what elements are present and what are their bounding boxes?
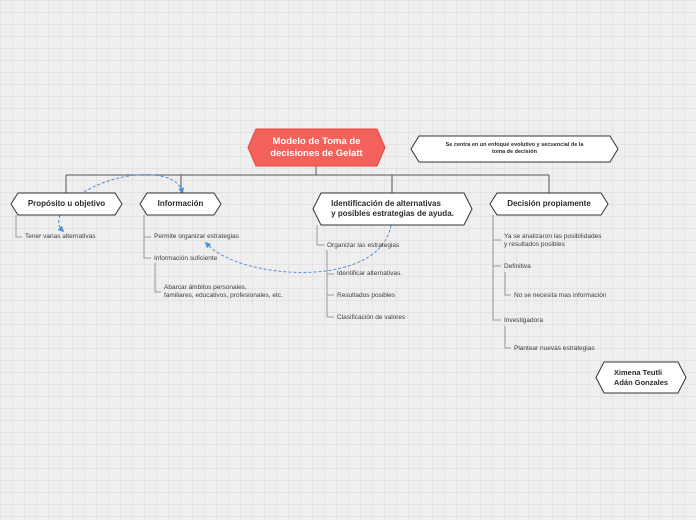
branch-identificacion-shape: [312, 192, 473, 226]
leaf-connector-identificacion-sub: [326, 250, 334, 318]
leaf-connector-decision-sub2: [504, 326, 511, 349]
leaf-connector-decision: [492, 215, 501, 321]
root-connector: [65, 166, 550, 193]
author-topic-shape: [595, 361, 687, 394]
leaf-connector-informacion: [143, 215, 151, 259]
central-topic-shape: [247, 128, 386, 167]
relation-arrow-objetivo-alternativas: [57, 214, 65, 233]
leaf-permite-organizar[interactable]: Permite organizar estrategias: [154, 233, 239, 240]
branch-informacion-title: Información: [157, 199, 204, 208]
floating-note-text: Se centra en un enfoque evolutivo y secu…: [445, 141, 584, 155]
central-topic-title: Modelo de Toma de decisiones de Gelatt: [270, 135, 363, 159]
branch-decision-shape: [489, 192, 609, 216]
leaf-tener-alternativas[interactable]: Tener varias alternativas: [25, 233, 96, 240]
branch-identificacion-title: Identificación de alternativas y posible…: [331, 199, 454, 218]
author-topic[interactable]: Ximena Teutli Adán Gonzales: [595, 361, 687, 394]
leaf-resultados-posibles[interactable]: Resultados posibles: [337, 292, 396, 299]
branch-decision-title: Decisión propiamente: [507, 199, 591, 208]
central-topic[interactable]: Modelo de Toma de decisiones de Gelatt: [247, 128, 386, 167]
leaf-ya-se-analizaron[interactable]: Ya se analizaron las posibilidades y res…: [504, 233, 602, 249]
leaf-clasificacion-valores[interactable]: Clasificación de valores: [337, 314, 406, 321]
leaf-abarcar-ambitos[interactable]: Abarcar ámbitos personales, familiares, …: [164, 284, 283, 300]
branch-decision[interactable]: Decisión propiamente: [489, 192, 609, 216]
leaf-organizar-estrategias[interactable]: Organizar las estrategias: [327, 242, 400, 249]
leaf-connector-decision-sub1: [504, 272, 511, 296]
leaf-connector-informacion-sub: [154, 263, 161, 293]
branch-informacion[interactable]: Información: [139, 192, 222, 216]
leaf-connector-identificacion: [316, 225, 324, 246]
branch-proposito-title: Propósito u objetivo: [27, 199, 106, 208]
leaf-informacion-suficiente[interactable]: Información suficiente: [154, 255, 218, 262]
branch-proposito[interactable]: Propósito u objetivo: [10, 192, 123, 216]
branch-identificacion[interactable]: Identificación de alternativas y posible…: [312, 192, 473, 226]
author-topic-text: Ximena Teutli Adán Gonzales: [613, 368, 669, 387]
leaf-no-se-necesita[interactable]: No se necesita mas información: [514, 292, 607, 299]
leaf-connector-proposito: [15, 215, 22, 238]
relation-arrow-objetivo-informacion: [83, 174, 184, 194]
leaf-identificar-alternativas[interactable]: Identificar alternativas.: [337, 270, 403, 277]
leaf-investigadora[interactable]: Investigadora: [504, 317, 544, 324]
floating-note[interactable]: Se centra en un enfoque evolutivo y secu…: [410, 135, 619, 163]
branch-informacion-shape: [139, 192, 222, 216]
leaf-definitiva[interactable]: Definitiva: [504, 263, 531, 270]
branch-proposito-shape: [10, 192, 123, 216]
leaf-plantear-estrategias[interactable]: Plantear nuevas estrategias: [514, 345, 595, 352]
floating-note-shape: [410, 135, 619, 163]
